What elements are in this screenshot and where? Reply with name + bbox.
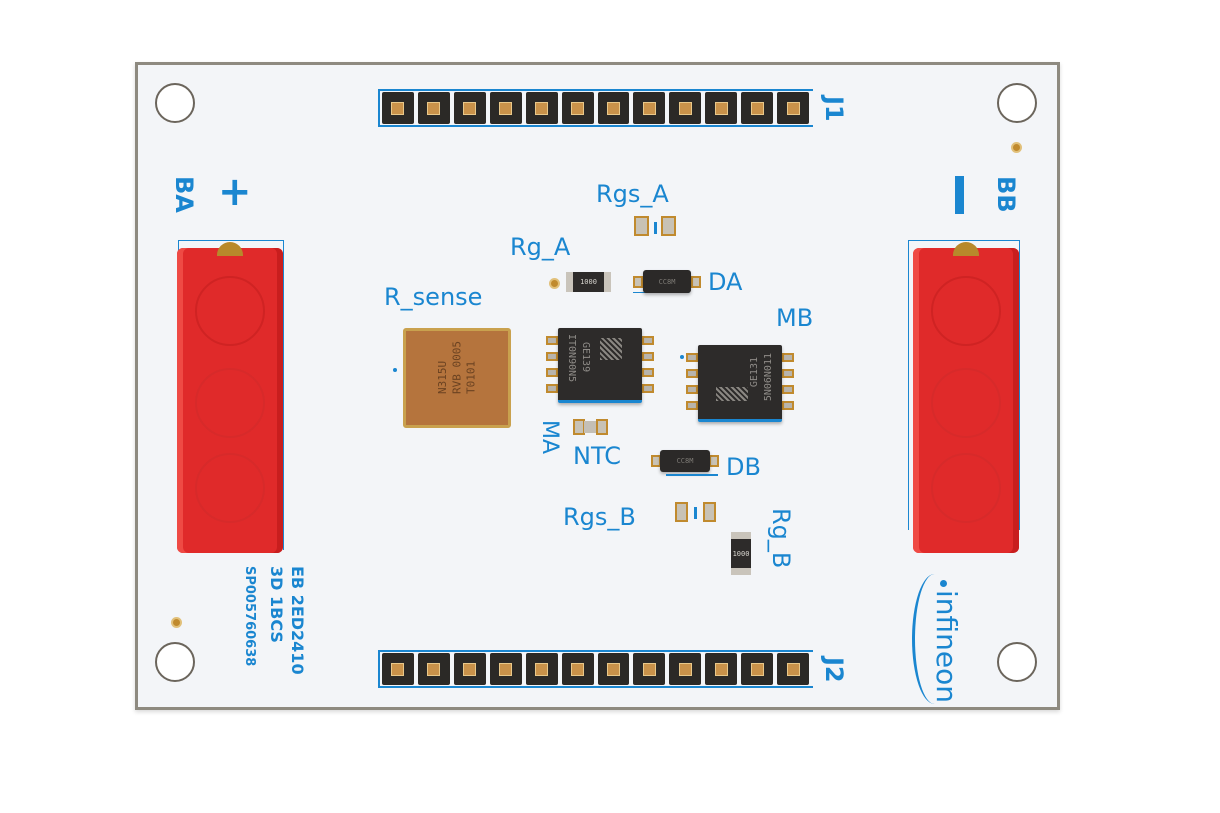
board-name-line1: EB 2ED2410 [288, 566, 307, 675]
part-number: SP005760638 [242, 566, 257, 667]
db-pad-2 [709, 455, 719, 467]
ic-lead [546, 336, 558, 345]
ic-lead [642, 352, 654, 361]
db-label: DB [726, 453, 761, 481]
rgs-a-pad-1 [634, 216, 649, 236]
j1-label: J1 [820, 96, 848, 122]
ic-lead [642, 384, 654, 393]
mosfet-mb: 5N06N011 GE131 [698, 345, 782, 422]
pin-header-j1[interactable] [378, 89, 813, 127]
ma-marking-1: IT0N90N5 [566, 334, 577, 383]
ic-lead [686, 369, 698, 378]
ntc-body [584, 421, 596, 433]
diode-db: CC8M [660, 450, 710, 472]
datamatrix-code [600, 338, 622, 360]
mounting-hole-top-left [155, 83, 195, 123]
rgs-b-pad-1 [675, 502, 688, 522]
j2-label: J2 [820, 657, 848, 683]
rg-b-label: Rg_B [767, 508, 795, 569]
resistor-rg-a: 1000 [566, 272, 611, 292]
via [171, 617, 182, 628]
diode-da: CC8M [643, 270, 691, 293]
via [1011, 142, 1022, 153]
ic-lead [546, 352, 558, 361]
rgs-b-marker [694, 507, 697, 519]
ic-lead [546, 368, 558, 377]
infineon-logo-dot [940, 580, 947, 587]
shunt-resistor-r-sense: N315U RVB 0005 T0101 [403, 328, 511, 428]
ic-lead [686, 353, 698, 362]
via [549, 278, 560, 289]
ntc-label: NTC [573, 442, 621, 470]
pin1-dot [393, 368, 397, 372]
mb-marking-2: GE131 [749, 357, 760, 388]
rgs-a-pad-2 [661, 216, 676, 236]
ic-lead [642, 368, 654, 377]
pin1-dot [680, 355, 684, 359]
r-sense-marking-3: T0101 [464, 360, 478, 394]
rgs-a-label: Rgs_A [596, 180, 669, 208]
da-label: DA [708, 268, 743, 296]
rgs-b-pad-2 [703, 502, 716, 522]
minus-sign [955, 176, 964, 214]
plus-sign: + [218, 169, 252, 215]
da-pad-2 [691, 276, 701, 288]
ma-marking-2: GE139 [580, 342, 591, 373]
rgs-b-label: Rgs_B [563, 503, 636, 531]
r-sense-marking-1: N315U [436, 360, 449, 394]
ic-lead [642, 336, 654, 345]
ic-lead [782, 369, 794, 378]
board-name-line2: 3D 1BCS [267, 566, 286, 643]
ic-lead [782, 385, 794, 394]
bb-footprint [908, 240, 1020, 530]
mounting-hole-bottom-right [997, 642, 1037, 682]
r-sense-marking-2: RVB 0005 [450, 341, 464, 394]
mb-marking-1: 5N06N011 [763, 353, 774, 402]
ic-lead [686, 401, 698, 410]
infineon-logo: infineon [930, 590, 963, 704]
datamatrix-code [716, 387, 748, 401]
rgs-a-marker [654, 222, 657, 234]
resistor-rg-b: 1000 [731, 532, 751, 575]
mosfet-ma: IT0N90N5 GE139 [558, 328, 642, 403]
mounting-hole-top-right [997, 83, 1037, 123]
infineon-logo-arc [912, 574, 957, 704]
ic-lead [686, 385, 698, 394]
ntc-pad-2 [596, 419, 608, 435]
ic-lead [782, 401, 794, 410]
bb-label: BB [992, 176, 1020, 213]
pin-header-j2[interactable] [378, 650, 813, 688]
db-footprint-line [666, 474, 718, 476]
ic-lead [782, 353, 794, 362]
mb-label: MB [776, 304, 814, 332]
r-sense-label: R_sense [384, 283, 483, 311]
ba-label: BA [170, 176, 198, 213]
banana-socket-ba[interactable] [177, 242, 283, 553]
rg-a-label: Rg_A [510, 233, 571, 261]
mounting-hole-bottom-left [155, 642, 195, 682]
da-pad-1 [633, 276, 643, 288]
ic-lead [546, 384, 558, 393]
banana-socket-bb[interactable] [913, 242, 1019, 553]
ma-label: MA [537, 420, 562, 455]
